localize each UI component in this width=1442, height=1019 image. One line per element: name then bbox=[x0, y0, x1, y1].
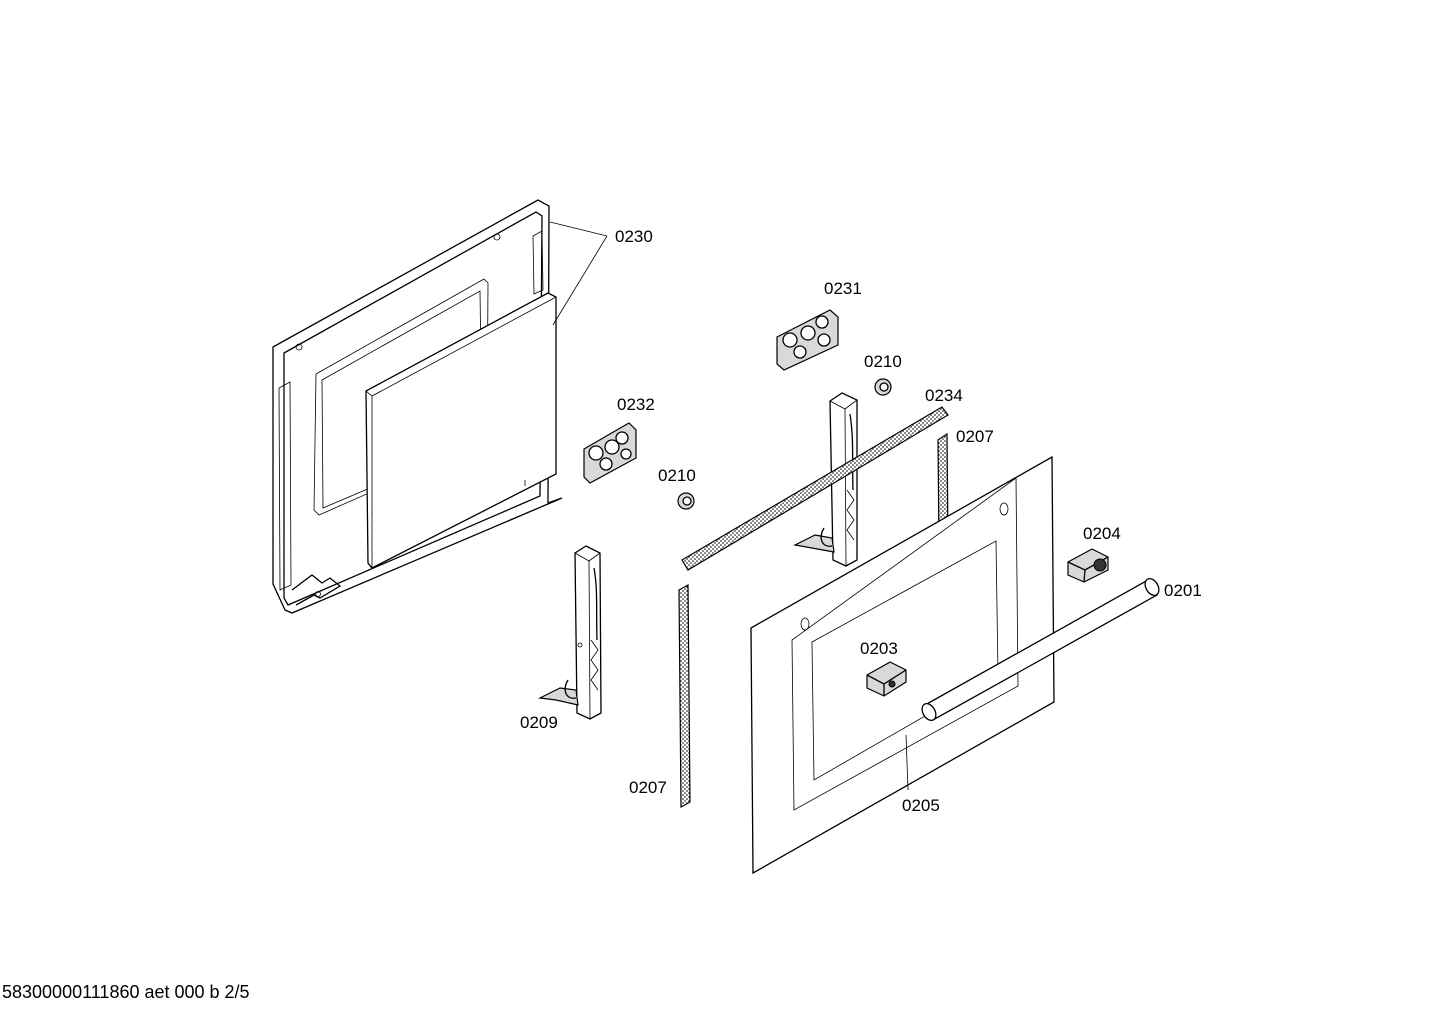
handle-bar-0201 bbox=[921, 577, 1160, 722]
label-0205: 0205 bbox=[902, 796, 940, 815]
label-0232: 0232 bbox=[617, 395, 655, 414]
leader-0230-a bbox=[549, 221, 608, 237]
hinge-cover-0231 bbox=[776, 309, 839, 371]
label-0209: 0209 bbox=[520, 713, 558, 732]
handle-bracket-0203 bbox=[866, 661, 907, 697]
bushing-0210-left bbox=[677, 492, 695, 510]
bushing-0210-right bbox=[874, 378, 892, 396]
leader-0230-b bbox=[552, 235, 608, 326]
seal-strip-0207-left bbox=[678, 583, 691, 809]
inner-glass-panel-0230 bbox=[365, 292, 557, 569]
document-reference: 58300000111860 aet 000 b 2/5 bbox=[2, 982, 250, 1002]
label-0207-left: 0207 bbox=[629, 778, 667, 797]
label-0210-right: 0210 bbox=[864, 352, 902, 371]
hinge-0209-right bbox=[793, 392, 858, 567]
label-0207-right: 0207 bbox=[956, 427, 994, 446]
label-0204: 0204 bbox=[1083, 524, 1121, 543]
outer-door-glass-0205 bbox=[750, 455, 1055, 875]
hinge-0209-left bbox=[537, 545, 602, 720]
label-0230: 0230 bbox=[615, 227, 653, 246]
label-0231: 0231 bbox=[824, 279, 862, 298]
seal-strip-0234 bbox=[681, 406, 949, 571]
label-0201: 0201 bbox=[1164, 581, 1202, 600]
label-0210-left: 0210 bbox=[658, 466, 696, 485]
handle-bracket-0204 bbox=[1067, 548, 1109, 583]
label-0203: 0203 bbox=[860, 639, 898, 658]
label-0234: 0234 bbox=[925, 386, 963, 405]
hinge-cover-0232 bbox=[583, 422, 637, 484]
